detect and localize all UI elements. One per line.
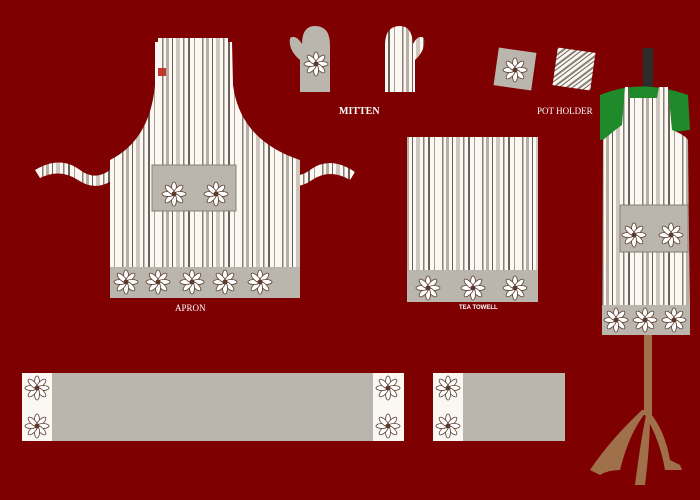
mannequin-neck: [643, 48, 653, 88]
apron-left-tie: [35, 160, 122, 186]
table-runner-long: [22, 373, 404, 441]
tea-towel-label: TEA TOWELL: [459, 305, 498, 311]
table-runner-short: [433, 373, 565, 441]
apron: [35, 38, 355, 298]
mitten-label: MITTEN: [339, 106, 380, 117]
pot-holder-label: POT HOLDER: [537, 106, 593, 116]
apron-label: APRON: [175, 303, 206, 313]
pot-holder-back: [552, 47, 596, 91]
apron-buckle: [158, 68, 166, 76]
mitten-front: [289, 26, 330, 92]
mitten-back: [385, 26, 425, 92]
pot-holder-front: [493, 47, 537, 91]
mannequin: [590, 48, 690, 485]
tea-towel: [407, 137, 538, 302]
